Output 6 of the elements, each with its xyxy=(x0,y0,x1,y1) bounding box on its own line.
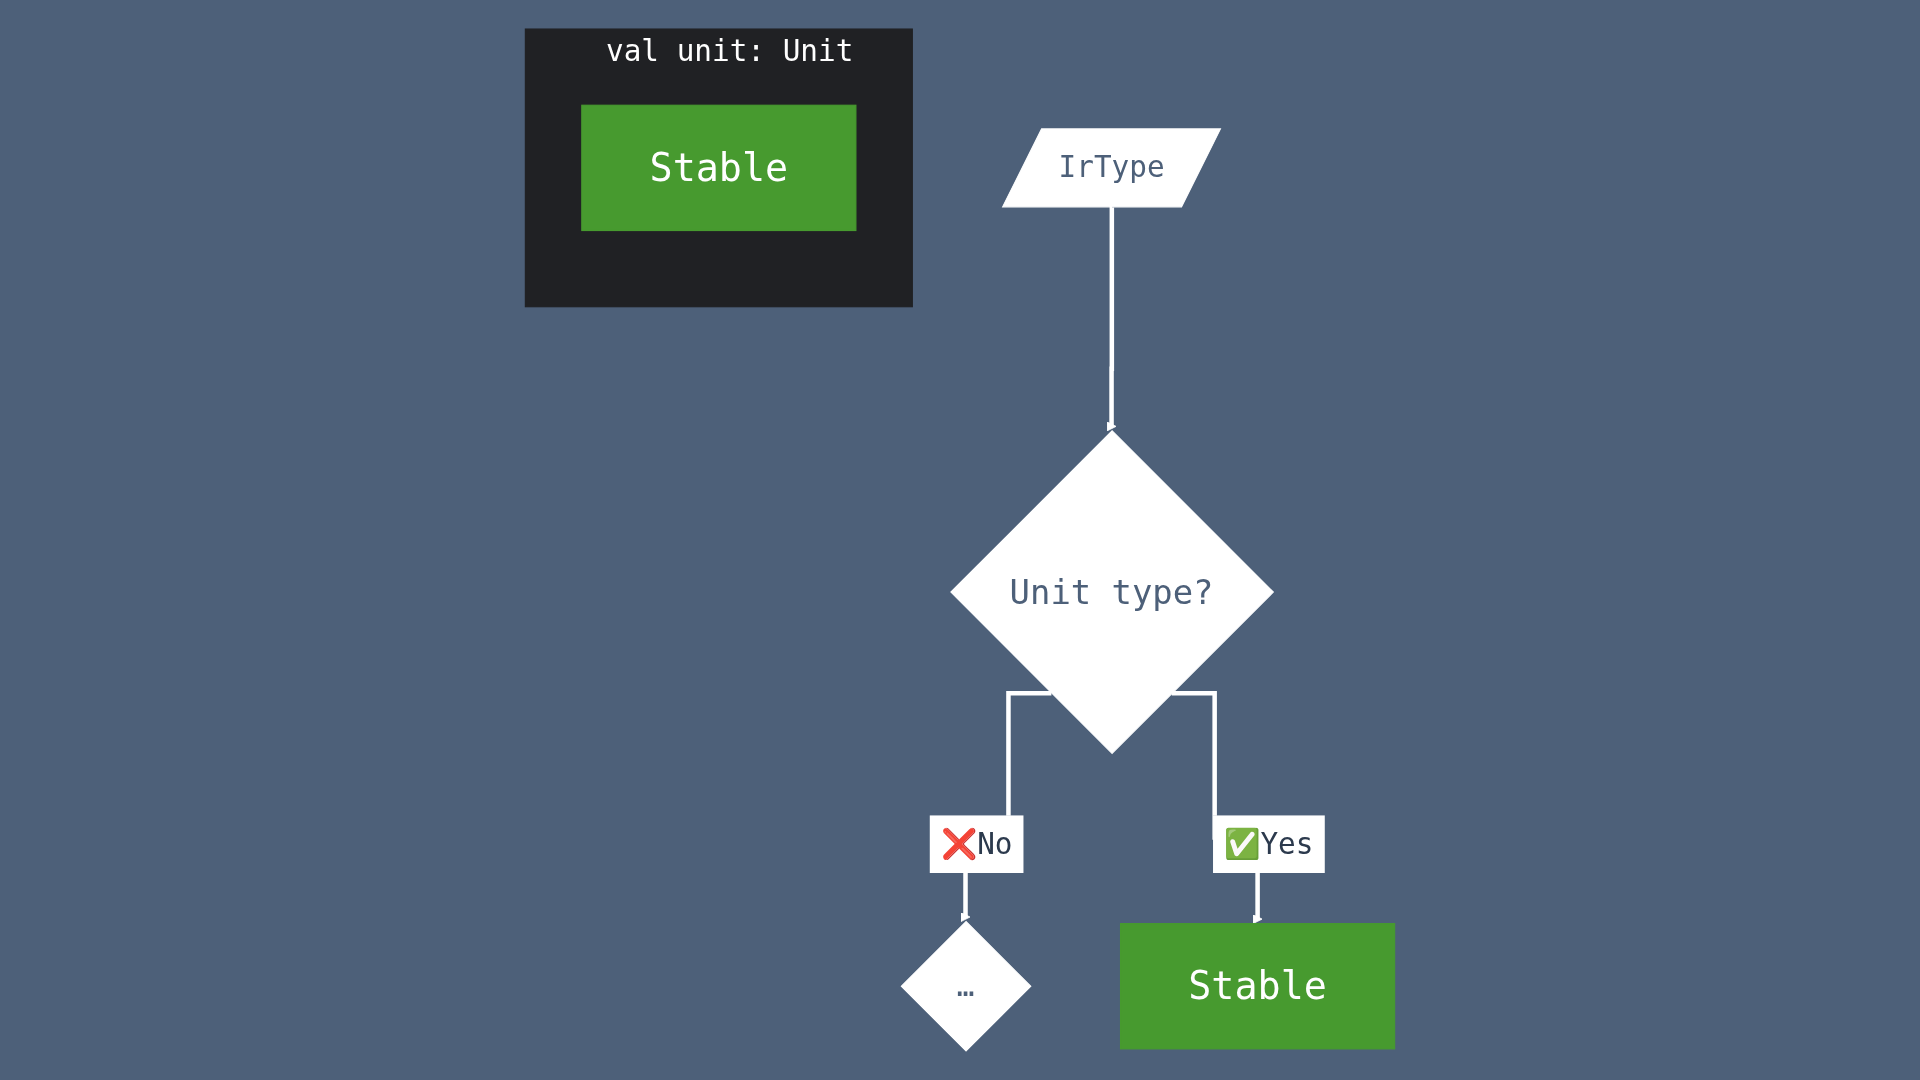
edge-label: ✅Yes xyxy=(1224,826,1314,861)
node-diamond: … xyxy=(900,920,1032,1052)
edge-label: ❌No xyxy=(941,826,1013,861)
node-box: Stable xyxy=(581,104,857,232)
node-diamond: Unit type? xyxy=(950,430,1275,755)
node-box: Stable xyxy=(1119,923,1396,1050)
